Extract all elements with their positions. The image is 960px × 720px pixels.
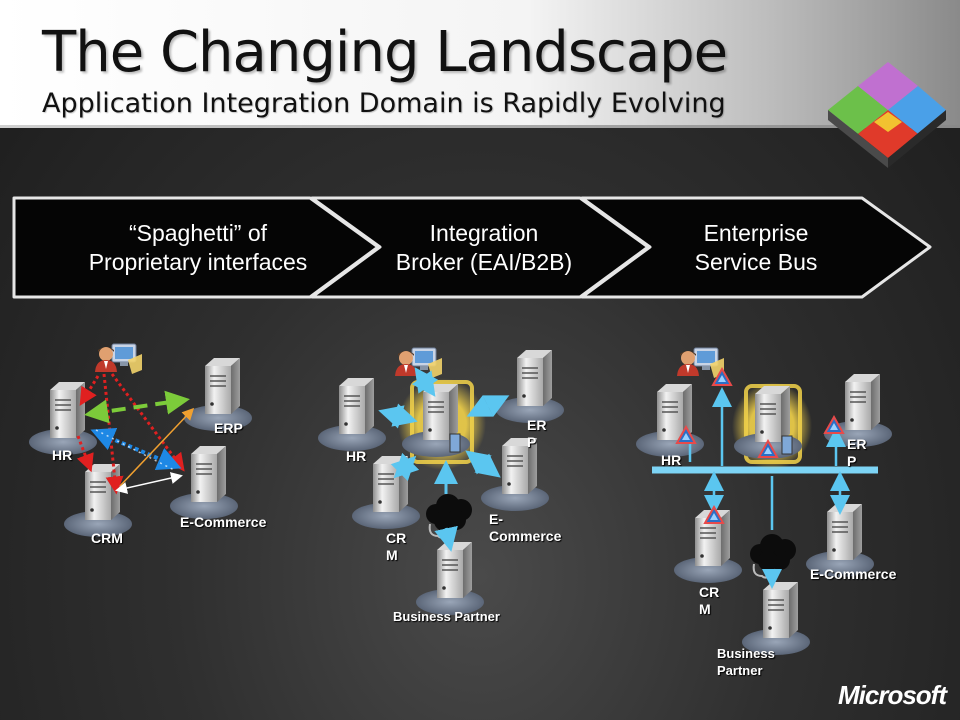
- user-computer-icon: [94, 343, 143, 375]
- broker-hr-label: HR: [346, 448, 367, 464]
- internet-cloud-icon: [425, 493, 473, 539]
- spaghetti-erp-label: ERP: [214, 420, 243, 436]
- esb-crm-line: CR: [699, 584, 720, 600]
- stage-chevrons: [12, 196, 932, 299]
- windows-cube-logo-icon: [828, 62, 946, 168]
- server-icon: [635, 383, 705, 458]
- spaghetti-crm-label: CRM: [91, 530, 123, 546]
- broker-panel: [317, 347, 565, 616]
- stage-label-line: “Spaghetti” of: [128, 220, 268, 246]
- stage-chevron-broker: [310, 196, 650, 299]
- server-icon: [351, 455, 421, 530]
- server-icon: [63, 463, 133, 538]
- broker-crm-line: M: [386, 547, 398, 563]
- header-band: [0, 0, 960, 128]
- server-icon: [495, 349, 565, 424]
- server-icon: [415, 541, 485, 616]
- stage-label-line: Service Bus: [694, 249, 818, 275]
- server-icon: [317, 377, 387, 452]
- slide-subtitle: Application Integration Domain is Rapidl…: [42, 88, 726, 119]
- broker-ecommerce-line: E-: [489, 511, 503, 527]
- esb-ecommerce-label: E-Commerce: [810, 566, 897, 582]
- spaghetti-ecommerce-label: E-Commerce: [180, 514, 267, 530]
- stage-label-spaghetti: “Spaghetti” of Proprietary interfaces: [48, 219, 348, 277]
- spaghetti-hr-label: HR: [52, 447, 73, 463]
- stage-label-line: Proprietary interfaces: [88, 249, 308, 275]
- esb-panel: [635, 347, 893, 656]
- esb-crm-line: M: [699, 601, 711, 617]
- broker-ecommerce-label: E- Commerce: [489, 511, 561, 545]
- internet-cloud-icon: [749, 533, 797, 579]
- esb-partner-label: Business Partner: [717, 645, 775, 679]
- broker-crm-label: CR M: [386, 530, 406, 564]
- broker-erp-line: P: [527, 434, 537, 450]
- esb-crm-label: CR M: [699, 584, 719, 618]
- esb-partner-line: Partner: [717, 663, 763, 678]
- broker-partner-label: Business Partner: [393, 609, 500, 624]
- broker-crm-line: CR: [386, 530, 407, 546]
- esb-erp-line: ER: [847, 436, 867, 452]
- broker-erp-label: ER P: [527, 417, 546, 451]
- microsoft-logo: Microsoft: [838, 680, 947, 710]
- broker-erp-line: ER: [527, 417, 547, 433]
- stage-chevron-esb: [580, 196, 932, 299]
- esb-hr-label: HR: [661, 452, 682, 468]
- esb-erp-label: ER P: [847, 436, 866, 470]
- stage-label-esb: Enterprise Service Bus: [646, 219, 866, 277]
- stage-label-line: Enterprise: [703, 220, 809, 246]
- broker-ecommerce-line: Commerce: [489, 528, 562, 544]
- stage-label-line: Broker (EAI/B2B): [395, 249, 573, 275]
- spaghetti-panel: [28, 343, 253, 538]
- stage-label-line: Integration: [429, 220, 539, 246]
- user-computer-icon: [676, 347, 725, 379]
- slide-title: The Changing Landscape: [42, 20, 728, 85]
- esb-partner-line: Business: [717, 646, 775, 661]
- esb-erp-line: P: [847, 453, 857, 469]
- stage-label-broker: Integration Broker (EAI/B2B): [364, 219, 604, 277]
- server-icon: [169, 445, 239, 520]
